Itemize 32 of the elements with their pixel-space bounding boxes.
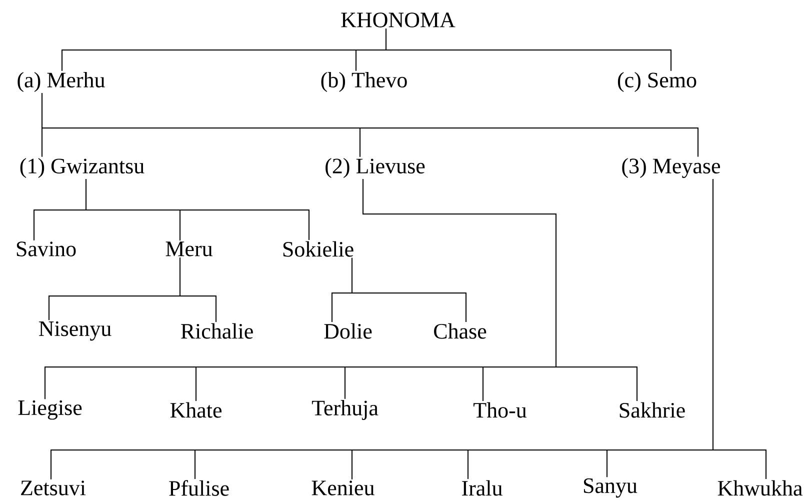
name-label: (b) Thevo [321, 72, 407, 92]
name-label: Terhuja [312, 400, 378, 420]
name-label: Meru [166, 242, 212, 256]
name-label: Tho-u [474, 402, 527, 418]
name-label: (1) Gwizantsu [20, 158, 144, 178]
name-label: Zetsuvi [21, 480, 86, 496]
name-label: Chase [434, 323, 486, 339]
name-label: Kenieu [312, 480, 374, 496]
name-label: (c) Semo [618, 72, 696, 92]
name-label: (2) Lievuse [326, 158, 425, 178]
tree-line [86, 178, 310, 241]
name-label: Khate [170, 402, 222, 418]
tree-line [712, 178, 766, 480]
name-label: Nisenyu [38, 321, 112, 341]
tree-line [352, 257, 466, 323]
name-label: Khwukha [718, 480, 802, 496]
tree-line [386, 28, 672, 72]
name-label: Sakhrie [620, 402, 685, 418]
name-label: Dolie [324, 323, 372, 339]
name-label: Sanyu [584, 478, 638, 498]
name-label: Sokielie [283, 241, 354, 257]
name-label: (3) Meyase [622, 158, 720, 178]
name-label: Iralu [462, 480, 502, 496]
name-label: Liegise [18, 400, 82, 420]
name-label: (a) Merhu [18, 72, 105, 92]
name-label: KHONOMA [341, 12, 456, 28]
tree-line [42, 92, 698, 158]
name-label: Savino [16, 242, 76, 256]
tree-line [180, 257, 216, 323]
tree-line [362, 178, 638, 402]
name-label: Richalie [180, 323, 253, 339]
name-label: Pfulise [169, 480, 229, 496]
